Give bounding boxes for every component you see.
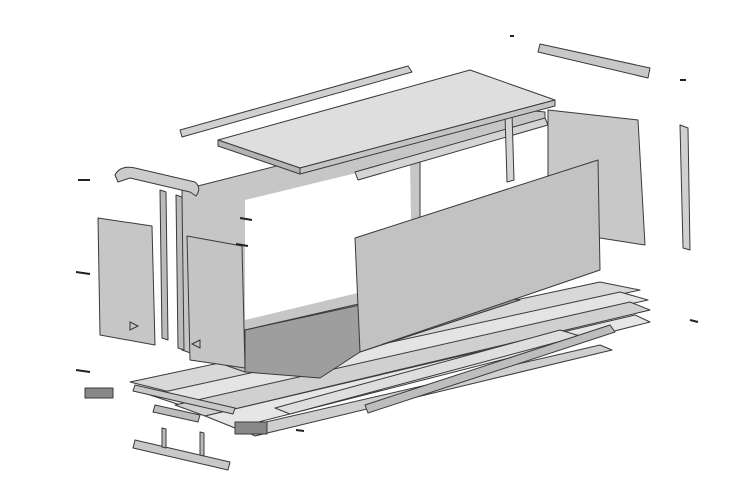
screw-icon [75, 271, 91, 275]
interior-post [504, 112, 515, 183]
screw-icon [235, 243, 249, 247]
screw-icon [75, 369, 91, 373]
screw-icon [239, 217, 253, 221]
base-slat [149, 291, 649, 406]
fasteners [75, 35, 699, 432]
corner-post-left [175, 194, 185, 351]
hardware-cluster [234, 421, 268, 435]
door-hinge-icon [190, 339, 201, 349]
base-frame [129, 281, 651, 437]
corner-post-right [679, 124, 691, 251]
bottom-bracket [132, 439, 231, 471]
top-rail-left [179, 65, 413, 138]
bottom-bracket-post [199, 431, 205, 457]
door-left [97, 217, 156, 346]
roof-edge [299, 99, 556, 175]
door-right [186, 235, 246, 369]
corner-post-left [159, 189, 169, 341]
arched-rail-left [114, 166, 200, 197]
bottom-bracket-post [161, 427, 167, 449]
screw-icon [689, 319, 699, 323]
base-rail [364, 324, 616, 414]
bottom-bar [152, 404, 201, 423]
front-side-panel [354, 159, 601, 353]
base-slat [174, 301, 651, 417]
bottom-bar [132, 384, 236, 415]
hardware-cluster [84, 387, 114, 399]
top-rail-right [537, 43, 651, 79]
door-hinge-icon [129, 321, 140, 331]
screw-icon [295, 429, 305, 432]
